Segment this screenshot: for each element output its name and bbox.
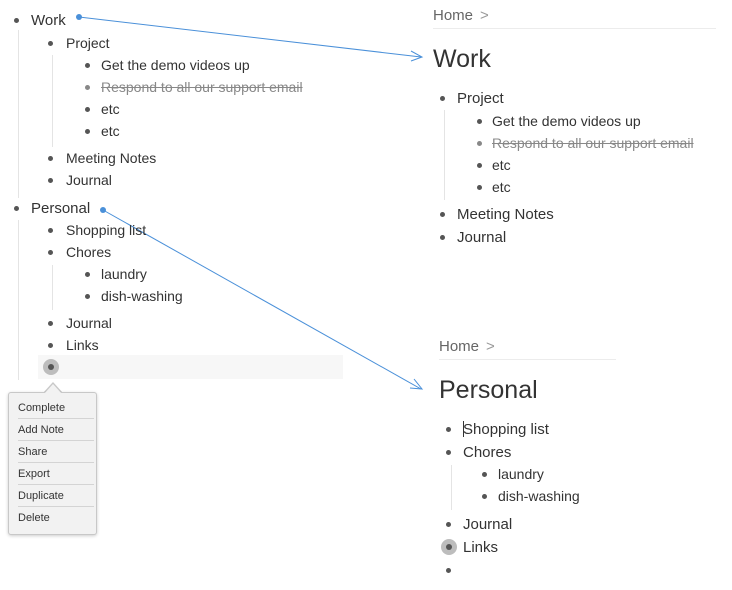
bullet-icon[interactable] xyxy=(477,141,482,146)
menu-divider xyxy=(18,418,94,419)
project-guide-line xyxy=(52,55,53,147)
bullet-icon[interactable] xyxy=(85,129,90,134)
item-label[interactable]: Journal xyxy=(457,229,507,246)
bullet-icon[interactable] xyxy=(482,494,487,499)
bullet-icon[interactable] xyxy=(48,228,53,233)
item-label-completed[interactable]: Respond to all our support email xyxy=(492,135,694,151)
work-guide-line xyxy=(18,30,19,198)
item-label[interactable]: Personal xyxy=(31,200,91,217)
bullet-menu-icon[interactable] xyxy=(441,539,457,555)
breadcrumb: Home > xyxy=(433,7,489,24)
breadcrumb: Home > xyxy=(439,338,495,355)
new-item-row[interactable] xyxy=(38,355,343,379)
bullet-icon[interactable] xyxy=(85,294,90,299)
personal-arrow-line xyxy=(102,209,422,390)
menu-divider xyxy=(18,462,94,463)
item-label[interactable]: Meeting Notes xyxy=(66,150,157,166)
bullet-icon[interactable] xyxy=(48,343,53,348)
item-label-completed[interactable]: Respond to all our support email xyxy=(101,79,303,95)
page-title[interactable]: Personal xyxy=(439,376,538,404)
chores-guide-line xyxy=(52,265,53,310)
breadcrumb-separator: > xyxy=(486,338,495,355)
bullet-icon[interactable] xyxy=(48,178,53,183)
bullet-icon[interactable] xyxy=(85,85,90,90)
breadcrumb-divider xyxy=(439,359,616,360)
personal-arrow-head xyxy=(409,378,424,390)
bullet-icon[interactable] xyxy=(14,18,19,23)
bullet-icon[interactable] xyxy=(85,107,90,112)
item-label[interactable]: Project xyxy=(66,35,110,51)
breadcrumb-separator: > xyxy=(480,7,489,24)
item-label[interactable]: laundry xyxy=(101,266,147,282)
item-label[interactable]: Chores xyxy=(66,244,112,260)
item-label[interactable]: Get the demo videos up xyxy=(101,57,250,73)
item-label[interactable]: dish-washing xyxy=(101,288,183,304)
bullet-context-menu: Complete Add Note Share Export Duplicate… xyxy=(8,392,97,535)
bullet-icon[interactable] xyxy=(440,96,445,101)
bullet-icon[interactable] xyxy=(440,235,445,240)
bullet-icon[interactable] xyxy=(477,163,482,168)
item-label[interactable]: Meeting Notes xyxy=(457,206,554,223)
work-arrow-line xyxy=(78,16,422,58)
bullet-icon[interactable] xyxy=(446,427,451,432)
bullet-icon[interactable] xyxy=(440,212,445,217)
menu-divider xyxy=(18,506,94,507)
item-label[interactable]: Journal xyxy=(66,172,112,188)
item-label[interactable]: Work xyxy=(31,12,66,29)
breadcrumb-divider xyxy=(433,28,716,29)
breadcrumb-home-link[interactable]: Home xyxy=(433,7,474,24)
work-arrow-head xyxy=(410,50,424,62)
item-label[interactable]: Links xyxy=(66,337,99,353)
menu-item-duplicate[interactable]: Duplicate xyxy=(18,490,64,502)
bullet-icon[interactable] xyxy=(446,450,451,455)
item-label[interactable]: etc xyxy=(492,179,511,195)
breadcrumb-home-link[interactable]: Home xyxy=(439,338,480,355)
bullet-icon[interactable] xyxy=(446,568,451,573)
item-label[interactable]: Journal xyxy=(66,315,112,331)
bullet-icon[interactable] xyxy=(477,185,482,190)
personal-guide-line xyxy=(18,220,19,380)
bullet-icon[interactable] xyxy=(482,472,487,477)
bullet-icon[interactable] xyxy=(48,321,53,326)
bullet-icon[interactable] xyxy=(85,272,90,277)
item-label[interactable]: dish-washing xyxy=(498,488,580,504)
item-label[interactable]: laundry xyxy=(498,466,544,482)
menu-item-export[interactable]: Export xyxy=(18,468,50,480)
menu-divider xyxy=(18,484,94,485)
page-title[interactable]: Work xyxy=(433,45,491,73)
bullet-icon[interactable] xyxy=(48,250,53,255)
item-label[interactable]: etc xyxy=(101,101,120,117)
bullet-icon[interactable] xyxy=(477,119,482,124)
item-label[interactable]: Chores xyxy=(463,444,512,461)
bullet-icon[interactable] xyxy=(48,41,53,46)
bullet-icon[interactable] xyxy=(85,63,90,68)
item-label[interactable]: Shopping list xyxy=(66,222,147,238)
text-cursor xyxy=(463,421,464,437)
bullet-icon[interactable] xyxy=(14,206,19,211)
item-label[interactable]: Links xyxy=(463,539,499,556)
item-label[interactable]: Shopping list xyxy=(463,421,549,438)
chores-guide-line xyxy=(451,465,452,510)
menu-item-share[interactable]: Share xyxy=(18,446,48,458)
project-guide-line xyxy=(444,110,445,200)
item-label[interactable]: Project xyxy=(457,90,504,107)
menu-pointer-fill xyxy=(44,384,62,394)
menu-item-add-note[interactable]: Add Note xyxy=(18,424,64,436)
item-label[interactable]: Journal xyxy=(463,516,513,533)
item-label[interactable]: etc xyxy=(492,157,511,173)
item-label[interactable]: etc xyxy=(101,123,120,139)
bullet-icon[interactable] xyxy=(446,522,451,527)
menu-divider xyxy=(18,440,94,441)
menu-item-delete[interactable]: Delete xyxy=(18,512,50,524)
bullet-icon[interactable] xyxy=(48,156,53,161)
item-label[interactable]: Get the demo videos up xyxy=(492,113,641,129)
bullet-menu-icon[interactable] xyxy=(43,359,59,375)
menu-item-complete[interactable]: Complete xyxy=(18,402,66,414)
